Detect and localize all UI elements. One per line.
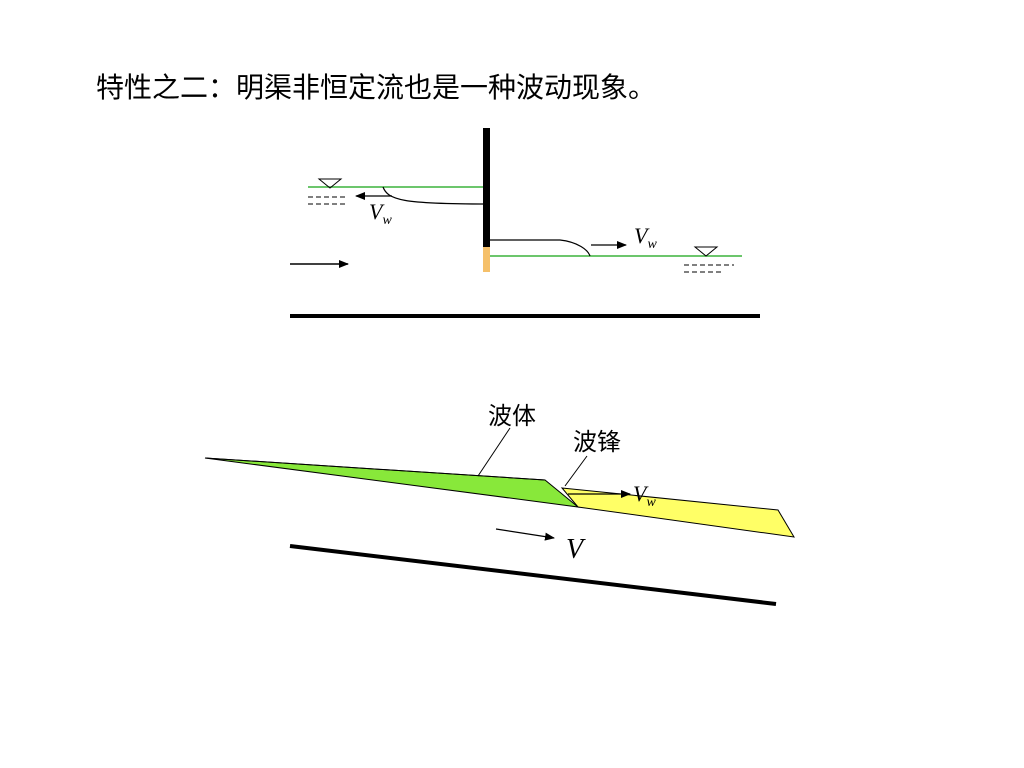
slide-title: 特性之二：明渠非恒定流也是一种波动现象。 — [96, 71, 657, 104]
flow-velocity-arrow — [495, 528, 555, 541]
downstream-flow-region — [560, 487, 795, 538]
wave-body-region — [204, 457, 580, 508]
wave-front-leader — [564, 455, 588, 487]
gate-diagram: Vw Vw — [290, 128, 760, 318]
upstream-water-level-symbol — [317, 178, 343, 189]
slope-diagram: 波体 波锋 Vw V — [204, 402, 795, 606]
upstream-wave-label: Vw — [369, 199, 392, 228]
downstream-wave-profile — [490, 239, 591, 257]
sloped-channel-bed — [289, 544, 777, 606]
flow-velocity-label: V — [566, 534, 586, 565]
wave-front-label: 波锋 — [573, 428, 621, 456]
downstream-water-level-symbol — [693, 246, 719, 257]
downstream-wave-label: Vw — [634, 223, 657, 252]
upstream-wave-profile — [382, 186, 488, 205]
wave-body-leader — [477, 427, 511, 477]
sluice-gate — [483, 128, 490, 247]
wave-upper-surface — [204, 457, 546, 481]
gate-opening — [483, 247, 490, 272]
wave-velocity-label: Vw — [633, 481, 656, 510]
wave-body-label: 波体 — [488, 402, 536, 430]
